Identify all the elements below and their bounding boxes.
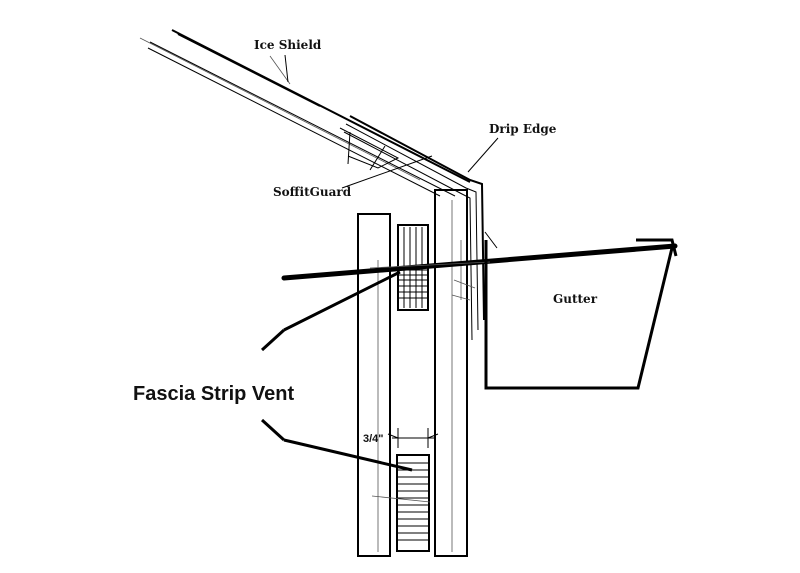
fascia-vent-leader-lower bbox=[283, 438, 413, 472]
soffit-guard-wedge bbox=[339, 127, 400, 171]
ice-shield-leader bbox=[284, 54, 289, 83]
outer-fascia-board bbox=[434, 189, 468, 557]
soffit-guard-leader bbox=[341, 155, 433, 189]
ice-shield-label: Ice Shield bbox=[254, 38, 322, 52]
ice-shield-layer bbox=[177, 33, 321, 107]
roof-deck bbox=[139, 29, 471, 197]
gutter-hanger-strap bbox=[281, 243, 678, 281]
lower-strip-vent bbox=[371, 454, 431, 552]
fascia-strip-vent-label: Fascia Strip Vent bbox=[133, 383, 295, 405]
gap-dimension-label: 3/4" bbox=[363, 433, 384, 445]
inner-fascia-board bbox=[357, 213, 391, 557]
gap-dimension-markers bbox=[387, 428, 439, 448]
gutter-profile bbox=[484, 238, 678, 390]
drip-edge-flashing bbox=[343, 115, 498, 341]
fascia-vent-leader-upper bbox=[283, 270, 401, 332]
drip-edge-label: Drip Edge bbox=[489, 122, 557, 136]
gutter-label: Gutter bbox=[553, 292, 598, 306]
soffit-guard-label: SoffitGuard bbox=[273, 185, 352, 199]
drip-edge-leader bbox=[467, 137, 499, 173]
